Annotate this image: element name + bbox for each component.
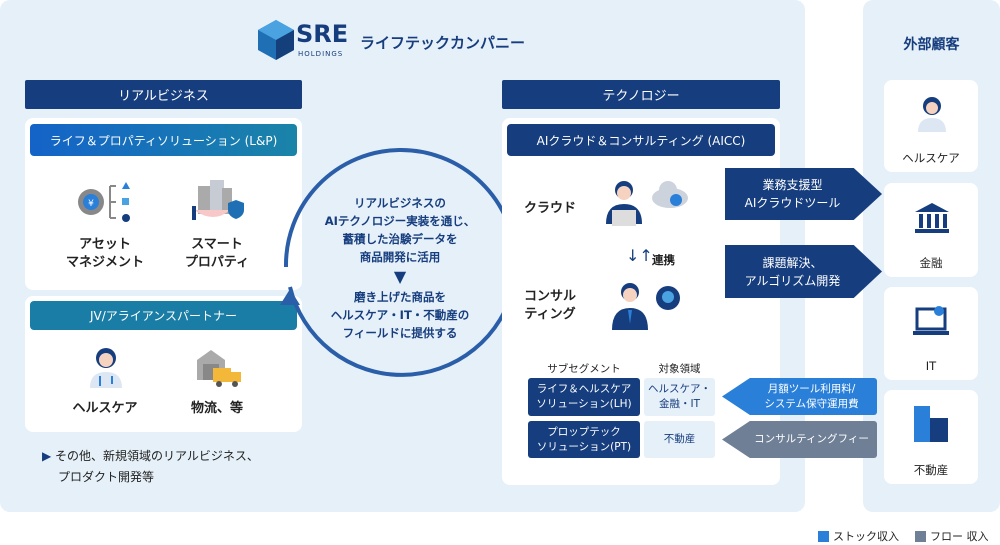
ext-realestate: 不動産 (884, 390, 978, 484)
stock-swatch (818, 530, 829, 542)
laptop-icon (913, 305, 949, 341)
real-business-header: リアルビジネス (25, 80, 302, 109)
asset-management-label: アセットマネジメント (65, 237, 144, 270)
in-arrow-stock: 月額ツール利用料/システム保守運用費 (722, 378, 877, 415)
in-arrow-flow: コンサルティングフィー (722, 421, 877, 458)
building-icon (914, 406, 948, 446)
doctor-icon (917, 96, 947, 136)
svg-text:¥: ¥ (88, 199, 94, 209)
lh-target: ヘルスケア・金融・IT (644, 378, 715, 416)
other-note: ▶ その他、新規領域のリアルビジネス、 プロダクト開発等 (42, 449, 259, 484)
logistics-label: 物流、等 (190, 401, 243, 416)
out-arrow-algorithm: 課題解決、アルゴリズム開発 (725, 245, 882, 298)
aicc-header: AIクラウド＆コンサルティング (AICC) (507, 124, 775, 156)
link-label: 連携 (652, 253, 675, 267)
legend-flow: フロー 収入 (930, 530, 989, 543)
legend-stock: ストック収入 (833, 530, 899, 543)
ext-healthcare: ヘルスケア (884, 80, 978, 172)
consultant-icon (610, 280, 650, 334)
asset-management-icon: ¥ (76, 180, 132, 228)
logo-sub: HOLDINGS (298, 50, 344, 58)
flow-swatch (915, 530, 926, 542)
healthcare-label: ヘルスケア (72, 401, 138, 416)
ext-finance: 金融 (884, 183, 978, 277)
technology-header: テクノロジー (502, 80, 780, 109)
cloud-icon (650, 180, 690, 214)
col-header-target: 対象領域 (658, 363, 701, 375)
company-name: ライフテックカンパニー (360, 34, 526, 52)
logo-text: SRE (296, 20, 349, 48)
bank-icon (915, 203, 949, 237)
logistics-icon (195, 348, 243, 392)
cloud-label: クラウド (523, 201, 576, 216)
legend: ストック収入 フロー 収入 (818, 528, 989, 544)
sre-logo: SRE HOLDINGS (258, 20, 350, 62)
lh-segment: ライフ＆ヘルスケアソリューション(LH) (528, 378, 640, 416)
external-title: 外部顧客 (903, 37, 960, 53)
ext-it: IT (884, 287, 978, 380)
ai-brain-icon (655, 285, 681, 315)
lp-header: ライフ＆プロパティソリューション (L&P) (30, 124, 297, 156)
triangle-icon: ▶ (42, 449, 56, 463)
jv-header: JV/アライアンスパートナー (30, 301, 297, 330)
link-arrows-icon: ↓↑ (626, 246, 653, 265)
healthcare-icon (88, 346, 124, 392)
smart-property-icon (190, 180, 246, 228)
col-header-subsegment: サブセグメント (547, 363, 621, 375)
consulting-label: コンサルティング (523, 289, 576, 322)
smart-property-label: スマートプロパティ (184, 237, 250, 270)
down-triangle-icon: ▼ (393, 267, 407, 286)
engineer-icon (604, 180, 644, 232)
pt-target: 不動産 (644, 421, 715, 458)
pt-segment: プロップテックソリューション(PT) (528, 421, 640, 458)
